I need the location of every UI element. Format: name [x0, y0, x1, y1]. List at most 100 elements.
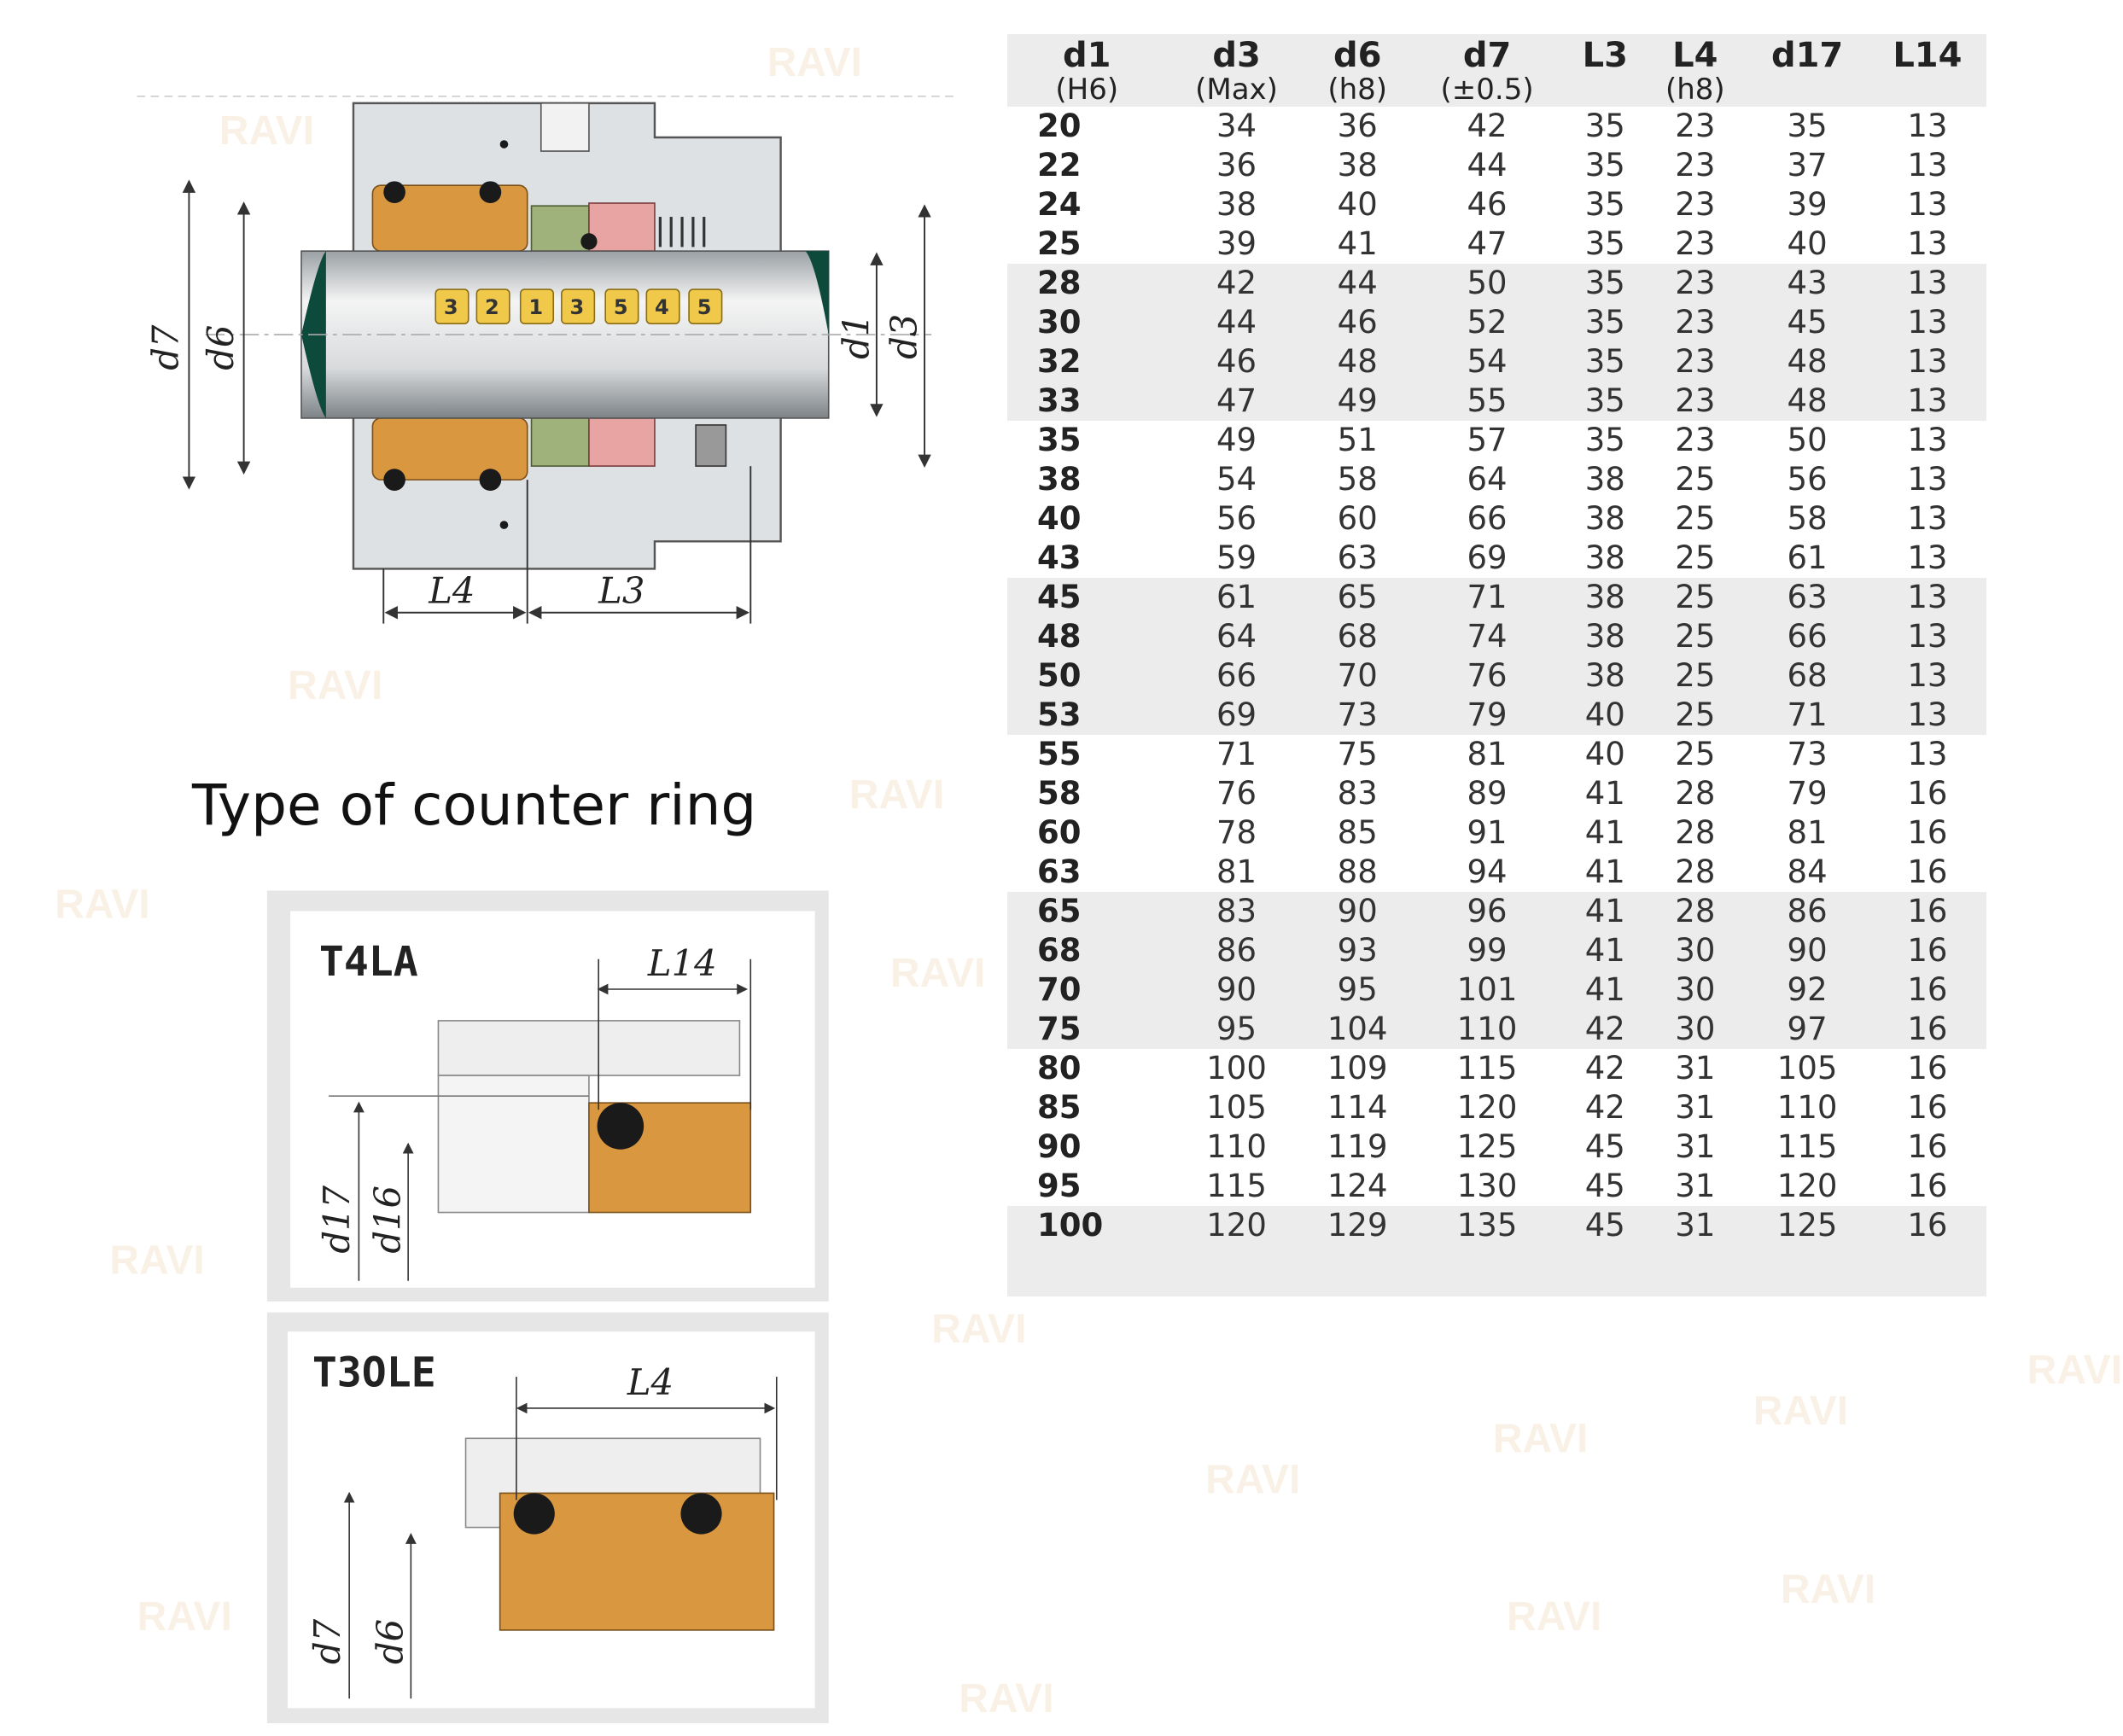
- cell-d3: 100: [1206, 1050, 1267, 1086]
- cell-d6: 65: [1306, 578, 1409, 617]
- cell-d3: 83: [1166, 892, 1307, 931]
- cell-l3: 35: [1584, 147, 1625, 184]
- cell-d6: 119: [1327, 1128, 1388, 1165]
- cell-d3: 115: [1206, 1168, 1267, 1204]
- svg-text:5: 5: [697, 295, 712, 319]
- cell-d1: 90: [1037, 1128, 1082, 1165]
- svg-text:d7: d7: [306, 1618, 348, 1664]
- cell-l14: 16: [1907, 1168, 1948, 1204]
- cell-d7: 76: [1408, 656, 1566, 696]
- cell-l4: 25: [1675, 461, 1716, 498]
- cell-d17: 40: [1787, 225, 1828, 262]
- cell-d3: 105: [1206, 1089, 1267, 1126]
- header-tolerance: (±0.5): [1440, 73, 1534, 107]
- cell-d3: 110: [1206, 1128, 1267, 1165]
- cell-d3: 46: [1166, 342, 1307, 382]
- cell-d6: 75: [1337, 736, 1378, 772]
- cell-d6: 83: [1337, 775, 1378, 812]
- cell-d17: 110: [1776, 1089, 1838, 1126]
- cell-d7: 89: [1467, 775, 1508, 812]
- cell-l14: 13: [1868, 696, 1986, 735]
- cell-d7: 91: [1467, 814, 1508, 851]
- cell-d1: 85: [1037, 1089, 1082, 1126]
- cell-l14: 16: [1868, 970, 1986, 1010]
- cell-d6: 44: [1306, 264, 1409, 303]
- cell-l14: 13: [1868, 382, 1986, 421]
- cell-d3: 42: [1166, 264, 1307, 303]
- cell-l3: 35: [1584, 422, 1625, 458]
- cell-l4: 31: [1675, 1050, 1716, 1086]
- cell-d7: 55: [1408, 382, 1566, 421]
- cell-d1: 65: [1007, 892, 1167, 931]
- header-label: d1: [1062, 36, 1111, 75]
- cell-d17: 79: [1787, 775, 1828, 812]
- cell-d7: 96: [1408, 892, 1566, 931]
- svg-text:RAVI: RAVI: [849, 772, 944, 818]
- cell-l14: 13: [1907, 736, 1948, 772]
- cell-d3: 39: [1216, 225, 1257, 262]
- cell-l4: 28: [1644, 892, 1747, 931]
- cell-d1: 80: [1037, 1050, 1082, 1086]
- dimension-lines: [182, 179, 931, 624]
- cell-d7: 64: [1467, 461, 1508, 498]
- svg-text:T4LA: T4LA: [319, 938, 418, 986]
- dim-d6: d6: [200, 325, 242, 370]
- cell-d7: 110: [1408, 1010, 1566, 1049]
- cell-d6: 51: [1337, 422, 1378, 458]
- cell-l4: 23: [1675, 422, 1716, 458]
- svg-text:RAVI: RAVI: [890, 950, 985, 996]
- cell-d1: 20: [1037, 108, 1082, 144]
- cell-l3: 41: [1566, 931, 1645, 970]
- cell-d17: 73: [1787, 736, 1828, 772]
- cell-d6: 85: [1337, 814, 1378, 851]
- cell-l14: 16: [1868, 931, 1986, 970]
- cell-d6: 40: [1337, 186, 1378, 223]
- cell-l3: 40: [1584, 736, 1625, 772]
- cell-d3: 44: [1166, 303, 1307, 342]
- cell-d3: 90: [1166, 970, 1307, 1010]
- column-header-l3: L3: [1566, 34, 1645, 107]
- cell-d6: 109: [1327, 1050, 1388, 1086]
- cell-l4: 23: [1644, 382, 1747, 421]
- cell-d7: 74: [1408, 617, 1566, 656]
- cell-d1: 38: [1037, 461, 1082, 498]
- cell-l3: 45: [1566, 1206, 1645, 1245]
- cell-l4: 25: [1644, 578, 1747, 617]
- watermarks: RAVI RAVI RAVI RAVI RAVI RAVI RAVI RAVI …: [55, 39, 2122, 1721]
- cell-d3: 49: [1216, 422, 1257, 458]
- column-header-l14: L14: [1868, 34, 1986, 107]
- cell-d7: 120: [1456, 1089, 1518, 1126]
- cell-d17: 58: [1787, 500, 1828, 537]
- cell-d6: 58: [1337, 461, 1378, 498]
- cell-d7: 94: [1467, 853, 1508, 890]
- dimension-table: d1(H6)d3(Max)d6(h8)d7(±0.5)L3 L4(h8)d17 …: [1007, 34, 1986, 1296]
- cell-l14: 13: [1907, 225, 1948, 262]
- cell-d1: 30: [1007, 303, 1167, 342]
- cell-l3: 35: [1584, 186, 1625, 223]
- cell-d3: 54: [1216, 461, 1257, 498]
- dim-L3: L3: [598, 570, 644, 612]
- cell-d7: 99: [1408, 931, 1566, 970]
- cell-l14: 16: [1907, 775, 1948, 812]
- cell-l4: 23: [1644, 264, 1747, 303]
- cell-d1: 32: [1007, 342, 1167, 382]
- cell-l14: 13: [1868, 264, 1986, 303]
- cell-d6: 73: [1306, 696, 1409, 735]
- cell-d3: 56: [1216, 500, 1257, 537]
- cell-d1: 70: [1007, 970, 1167, 1010]
- svg-text:RAVI: RAVI: [1781, 1566, 1875, 1612]
- cell-l14: 13: [1868, 342, 1986, 382]
- svg-text:3: 3: [444, 295, 458, 319]
- header-label: L3: [1582, 36, 1628, 75]
- cell-l4: 23: [1675, 147, 1716, 184]
- cell-d1: 58: [1037, 775, 1082, 812]
- cell-l14: 16: [1868, 1206, 1986, 1245]
